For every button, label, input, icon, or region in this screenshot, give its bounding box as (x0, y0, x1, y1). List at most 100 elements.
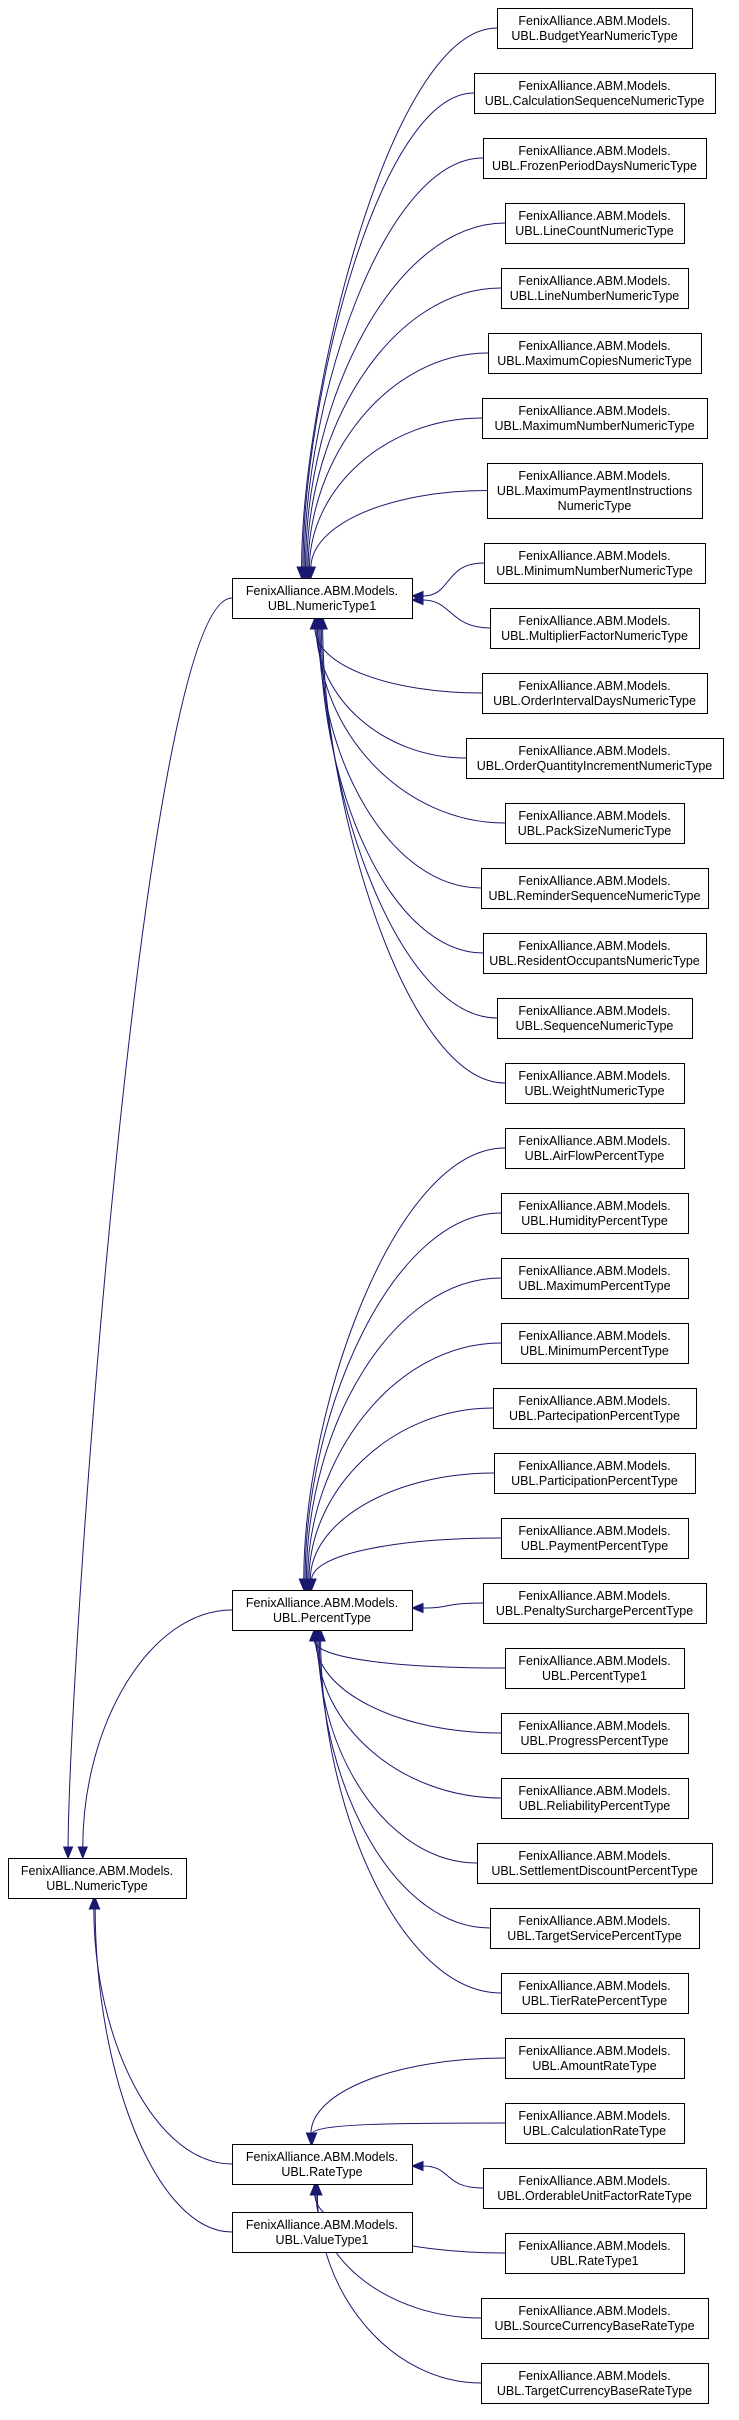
class-label-line: FenixAlliance.ABM.Models. (246, 1596, 398, 1610)
class-label-line: UBL.PercentType (273, 1611, 371, 1625)
class-node-minnumber: FenixAlliance.ABM.Models.UBL.MinimumNumb… (484, 543, 706, 584)
class-box (501, 1778, 689, 1819)
class-label-line: FenixAlliance.ABM.Models. (518, 874, 670, 888)
class-label-line: UBL.SettlementDiscountPercentType (491, 1864, 697, 1878)
class-label-line: FenixAlliance.ABM.Models. (518, 209, 670, 223)
class-node-partecipation: FenixAlliance.ABM.Models.UBL.Partecipati… (493, 1388, 697, 1429)
class-box (497, 998, 693, 1039)
class-node-airflow: FenixAlliance.ABM.Models.UBL.AirFlowPerc… (505, 1128, 685, 1169)
class-box (505, 2038, 685, 2079)
inheritance-edge (422, 1602, 484, 1609)
inheritance-edge (310, 2057, 506, 2135)
class-label-line: UBL.BudgetYearNumericType (511, 29, 677, 43)
class-node-targetservice: FenixAlliance.ABM.Models.UBL.TargetServi… (490, 1908, 700, 1949)
inheritance-edge (93, 1907, 233, 2165)
inheritance-edge (306, 287, 502, 569)
class-box (505, 1128, 685, 1169)
inheritance-edge (304, 1212, 502, 1581)
class-box (466, 738, 724, 779)
class-node-sequence: FenixAlliance.ABM.Models.UBL.SequenceNum… (497, 998, 693, 1039)
inheritance-arrowhead (62, 1846, 74, 1860)
class-node-minpercent: FenixAlliance.ABM.Models.UBL.MinimumPerc… (501, 1323, 689, 1364)
class-label-line: UBL.TargetCurrencyBaseRateType (497, 2384, 692, 2398)
class-label-line: FenixAlliance.ABM.Models. (518, 1524, 670, 1538)
class-box (505, 803, 685, 844)
class-label-line: FenixAlliance.ABM.Models. (518, 1394, 670, 1408)
class-node-resident: FenixAlliance.ABM.Models.UBL.ResidentOcc… (483, 933, 707, 974)
class-label-line: UBL.RateType (281, 2165, 362, 2179)
class-node-calcseq: FenixAlliance.ABM.Models.UBL.Calculation… (474, 73, 716, 114)
class-label-line: UBL.MultiplierFactorNumericType (501, 629, 688, 643)
class-node-numerictype: FenixAlliance.ABM.Models.UBL.NumericType (8, 1858, 187, 1899)
class-box (474, 73, 716, 114)
class-label-line: FenixAlliance.ABM.Models. (518, 1784, 670, 1798)
inheritance-arrowhead (410, 2160, 424, 2172)
class-label-line: UBL.TargetServicePercentType (507, 1929, 681, 1943)
class-label-line: UBL.MaximumPercentType (518, 1279, 670, 1293)
class-label-line: UBL.SourceCurrencyBaseRateType (494, 2319, 694, 2333)
class-box (490, 608, 700, 649)
inheritance-edge (305, 1277, 502, 1581)
inheritance-edge (319, 627, 484, 954)
class-label-line: FenixAlliance.ABM.Models. (518, 2369, 670, 2383)
class-box (477, 1843, 713, 1884)
class-box (481, 868, 709, 909)
class-node-frozenperiod: FenixAlliance.ABM.Models.UBL.FrozenPerio… (483, 138, 707, 179)
class-node-valuetype1: FenixAlliance.ABM.Models.UBL.ValueType1 (232, 2212, 413, 2253)
inheritance-arrowhead (306, 1578, 317, 1592)
class-label-line: FenixAlliance.ABM.Models. (518, 1589, 670, 1603)
class-label-line: UBL.PercentType1 (542, 1669, 647, 1683)
inheritance-arrowhead (305, 566, 317, 580)
class-label-line: FenixAlliance.ABM.Models. (518, 1979, 670, 1993)
class-node-reliability: FenixAlliance.ABM.Models.UBL.Reliability… (501, 1778, 689, 1819)
class-box (505, 2103, 685, 2144)
class-box (232, 2144, 413, 2185)
class-label-line: FenixAlliance.ABM.Models. (518, 1264, 670, 1278)
class-label-line: UBL.MaximumNumberNumericType (494, 419, 694, 433)
class-label-line: UBL.OrderableUnitFactorRateType (497, 2189, 692, 2203)
inheritance-edge (320, 1639, 502, 1994)
class-label-line: UBL.HumidityPercentType (521, 1214, 668, 1228)
class-node-budgetyear: FenixAlliance.ABM.Models.UBL.BudgetYearN… (497, 8, 693, 49)
class-label-line: FenixAlliance.ABM.Models. (518, 469, 670, 483)
class-label-line: FenixAlliance.ABM.Models. (518, 744, 670, 758)
inheritance-edge (307, 352, 489, 569)
class-box (501, 1973, 689, 2014)
inheritance-arrowhead (410, 594, 424, 606)
inheritance-edge (308, 417, 483, 569)
class-label-line: FenixAlliance.ABM.Models. (518, 274, 670, 288)
nodes-layer: FenixAlliance.ABM.Models.UBL.NumericType… (8, 8, 724, 2404)
inheritance-edge (422, 2165, 484, 2189)
class-label-line: UBL.MinimumPercentType (520, 1344, 669, 1358)
class-label-line: UBL.PaymentPercentType (521, 1539, 668, 1553)
class-node-settlement: FenixAlliance.ABM.Models.UBL.SettlementD… (477, 1843, 713, 1884)
class-label-line: UBL.WeightNumericType (524, 1084, 664, 1098)
class-label-line: FenixAlliance.ABM.Models. (518, 1329, 670, 1343)
class-node-targetcurrency: FenixAlliance.ABM.Models.UBL.TargetCurre… (481, 2363, 709, 2404)
class-node-sourcecurrency: FenixAlliance.ABM.Models.UBL.SourceCurre… (481, 2298, 709, 2339)
class-label-line: FenixAlliance.ABM.Models. (518, 2239, 670, 2253)
class-label-line: FenixAlliance.ABM.Models. (518, 339, 670, 353)
class-node-linecount: FenixAlliance.ABM.Models.UBL.LineCountNu… (505, 203, 685, 244)
class-box (482, 398, 708, 439)
class-label-line: FenixAlliance.ABM.Models. (518, 1849, 670, 1863)
class-node-participation: FenixAlliance.ABM.Models.UBL.Participati… (494, 1453, 696, 1494)
class-box (505, 1648, 685, 1689)
class-label-line: FenixAlliance.ABM.Models. (518, 2044, 670, 2058)
class-node-tierrate: FenixAlliance.ABM.Models.UBL.TierRatePer… (501, 1973, 689, 2014)
class-box (484, 543, 706, 584)
class-label-line: UBL.CalculationRateType (523, 2124, 666, 2138)
class-label-line: UBL.CalculationSequenceNumericType (485, 94, 705, 108)
class-label-line: UBL.PackSizeNumericType (518, 824, 672, 838)
class-box (501, 1518, 689, 1559)
class-node-orderableunit: FenixAlliance.ABM.Models.UBL.OrderableUn… (483, 2168, 707, 2209)
class-node-reminderseq: FenixAlliance.ABM.Models.UBL.ReminderSeq… (481, 868, 709, 909)
class-label-line: FenixAlliance.ABM.Models. (246, 2150, 398, 2164)
class-label-line: UBL.PartecipationPercentType (509, 1409, 680, 1423)
inheritance-edge (305, 222, 506, 569)
inheritance-edge (317, 627, 506, 824)
class-label-line: FenixAlliance.ABM.Models. (518, 404, 670, 418)
class-box (483, 138, 707, 179)
class-label-line: FenixAlliance.ABM.Models. (518, 1459, 670, 1473)
